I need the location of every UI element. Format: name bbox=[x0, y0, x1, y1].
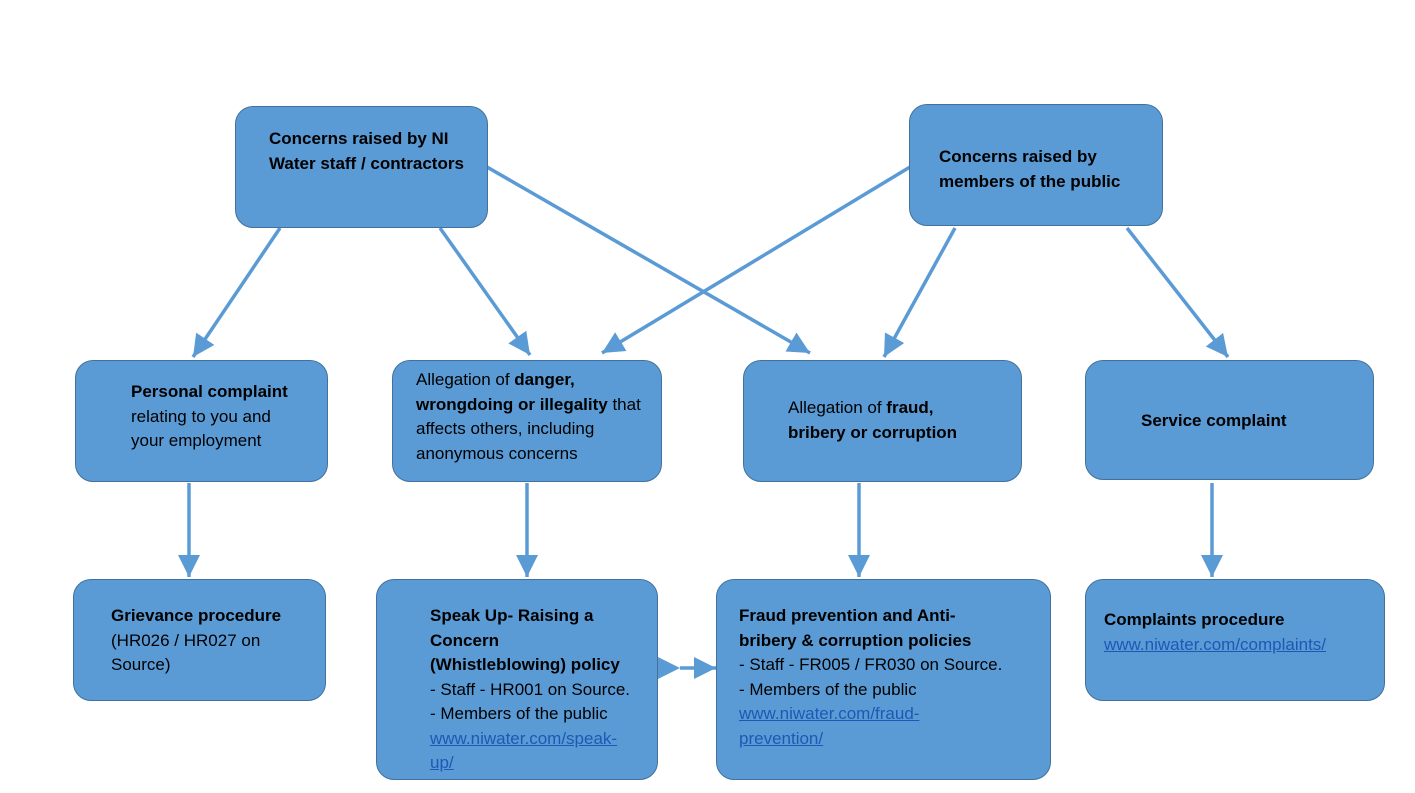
danger-bold1: danger, bbox=[514, 370, 575, 389]
fraudpol-link-part2[interactable]: prevention/ bbox=[739, 728, 824, 748]
complaints-link[interactable]: www.niwater.com/complaints/ bbox=[1104, 634, 1327, 654]
danger-prefix: Allegation of bbox=[416, 370, 515, 389]
fraudpol-staff-line: - Staff - FR005 / FR030 on Source. bbox=[739, 655, 1003, 674]
arrow-staff-to-personal bbox=[191, 227, 282, 358]
speakup-staff-line: - Staff - HR001 on Source. bbox=[430, 679, 631, 699]
personal-complaint-box: Personal complaint relating to you and y… bbox=[75, 360, 328, 482]
arrow-staff-to-fraud bbox=[486, 165, 811, 355]
speakup-link-part1[interactable]: www.niwater.com/speak- bbox=[430, 728, 618, 748]
fraudpol-public-line: - Members of the public bbox=[739, 679, 917, 699]
service-complaint-title: Service complaint bbox=[1141, 411, 1287, 430]
speakup-public-line: - Members of the public bbox=[430, 704, 608, 723]
grievance-line2: (HR026 / HR027 on bbox=[111, 630, 261, 650]
grievance-line3: Source) bbox=[111, 655, 171, 674]
personal-complaint-line3: your employment bbox=[131, 431, 262, 450]
complaints-procedure-box: Complaints procedure www.niwater.com/com… bbox=[1085, 579, 1385, 701]
grievance-procedure-box: Grievance procedure (HR026 / HR027 on So… bbox=[73, 579, 326, 701]
complaints-title: Complaints procedure bbox=[1104, 610, 1285, 629]
personal-complaint-line2: relating to you and bbox=[131, 406, 271, 426]
fraud-prefix: Allegation of bbox=[788, 398, 887, 417]
danger-suffix: that bbox=[607, 394, 641, 414]
danger-allegation-box: Allegation of danger, wrongdoing or ille… bbox=[392, 360, 662, 482]
staff-concerns-line2: Water staff / contractors bbox=[269, 153, 464, 173]
fraud-bold2: bribery or corruption bbox=[788, 422, 958, 442]
speakup-bold3: (Whistleblowing) policy bbox=[430, 655, 620, 674]
public-concerns-line1: Concerns raised by bbox=[939, 147, 1097, 166]
speakup-link-part2[interactable]: up/ bbox=[430, 753, 454, 772]
fraud-policy-box: Fraud prevention and Anti- bribery & cor… bbox=[716, 579, 1051, 780]
fraud-allegation-box: Allegation of fraud, bribery or corrupti… bbox=[743, 360, 1022, 482]
danger-line4: anonymous concerns bbox=[416, 443, 578, 463]
public-concerns-line2: members of the public bbox=[939, 171, 1121, 191]
speakup-bold2: Concern bbox=[430, 630, 499, 650]
personal-complaint-title: Personal complaint bbox=[131, 382, 288, 401]
speakup-bold1: Speak Up- Raising a bbox=[430, 606, 594, 625]
staff-concerns-line1: Concerns raised by NI bbox=[269, 129, 449, 148]
speak-up-policy-box: Speak Up- Raising a Concern (Whistleblow… bbox=[376, 579, 658, 780]
danger-bold2: wrongdoing or illegality bbox=[416, 394, 608, 414]
service-complaint-box: Service complaint bbox=[1085, 360, 1374, 480]
danger-line3: affects others, including bbox=[416, 419, 595, 438]
public-concerns-box: Concerns raised by members of the public bbox=[909, 104, 1163, 226]
staff-concerns-box: Concerns raised by NI Water staff / cont… bbox=[235, 106, 488, 228]
arrow-public-to-danger bbox=[601, 165, 911, 355]
fraudpol-bold1: Fraud prevention and Anti- bbox=[739, 606, 956, 625]
arrow-public-to-service bbox=[1125, 226, 1230, 359]
arrow-staff-to-danger bbox=[438, 226, 532, 357]
fraudpol-link-part1[interactable]: www.niwater.com/fraud- bbox=[739, 704, 920, 723]
arrow-public-to-fraud bbox=[882, 227, 957, 358]
fraud-bold1: fraud, bbox=[886, 398, 934, 417]
grievance-title: Grievance procedure bbox=[111, 606, 282, 625]
fraudpol-bold2: bribery & corruption policies bbox=[739, 630, 972, 650]
